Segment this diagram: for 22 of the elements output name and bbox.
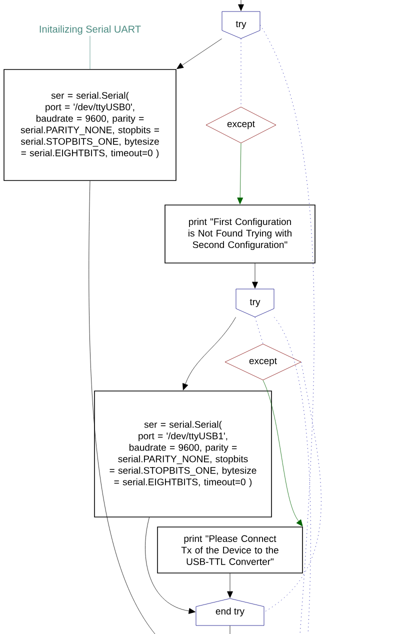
arrow: [227, 573, 233, 598]
dotted-connector: [254, 317, 264, 344]
arrow: [182, 317, 236, 390]
end-try-block: end try: [196, 598, 264, 626]
try-block: try: [236, 288, 274, 318]
try-block: try: [222, 11, 260, 39]
arrow: [176, 38, 222, 70]
process-box: print "First Configuration is Not Found Trying with Second Configuration": [164, 204, 316, 264]
process-box: print "Please Connect Tx of the Device to the USB-TTL Converter": [157, 526, 303, 574]
dotted-connector: [264, 362, 322, 612]
comment-text: Initailizing Serial UART: [40, 25, 141, 35]
dotted-connector: [260, 24, 314, 634]
process-box: ser = serial.Serial( port = '/dev/ttyUSB0', baudrate = 9600, parity = serial.PARITY_NONE, stopbits = serial.STOPBITS_ONE, bytesize = serial.EIGHTBITS, timeout=0 ): [4, 69, 176, 181]
dotted-connector: [240, 38, 242, 107]
arrow: [252, 263, 258, 288]
arrow: [145, 517, 196, 614]
connector-line: [88, 180, 156, 634]
arrow: [237, 143, 244, 204]
dotted-connector: [274, 317, 311, 634]
arrow: [238, 0, 244, 11]
arrow: [262, 380, 303, 526]
process-box: ser = serial.Serial( port = '/dev/ttyUSB1', baudrate = 9600, parity = serial.PARITY_NONE, stopbits = serial.STOPBITS_ONE, bytesize = serial.EIGHTBITS, timeout=0 ): [94, 390, 272, 518]
